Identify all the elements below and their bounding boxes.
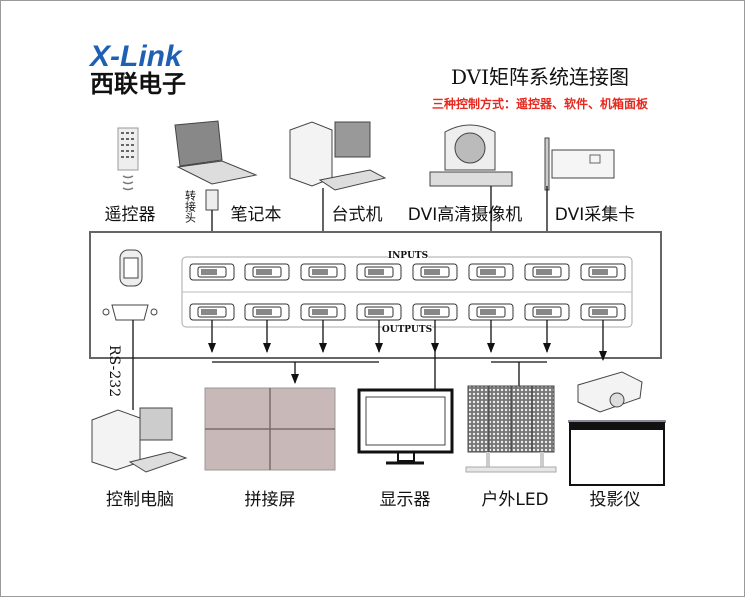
logo-company: 西联电子 xyxy=(90,70,186,98)
projection-screen-icon xyxy=(568,420,666,486)
input-label-capture-card: DVI采集卡 xyxy=(555,205,635,225)
dvi-output-port-4 xyxy=(356,303,402,321)
input-label-desktop: 台式机 xyxy=(332,205,383,225)
dvi-output-port-2 xyxy=(244,303,290,321)
input-label-laptop: 笔记本 xyxy=(231,205,282,225)
capture-card-icon xyxy=(544,137,615,191)
dvi-input-port-1 xyxy=(189,263,235,281)
dvi-output-port-8 xyxy=(580,303,626,321)
power-socket-icon xyxy=(119,249,143,287)
dvi-input-port-3 xyxy=(300,263,346,281)
dvi-output-port-7 xyxy=(524,303,570,321)
output-label-projector: 投影仪 xyxy=(590,490,641,510)
dvi-output-port-1 xyxy=(189,303,235,321)
control-computer-icon xyxy=(91,407,188,473)
rs232-port-icon xyxy=(102,304,158,321)
hd-camera-icon xyxy=(429,124,513,187)
dvi-input-port-2 xyxy=(244,263,290,281)
outputs-label: OUTPUTS xyxy=(382,325,432,335)
video-wall-icon xyxy=(204,387,336,471)
inputs-label: INPUTS xyxy=(388,251,428,261)
dvi-input-port-5 xyxy=(412,263,458,281)
dvi-output-port-6 xyxy=(468,303,514,321)
remote-control-icon xyxy=(117,127,139,191)
input-label-remote: 遥控器 xyxy=(105,205,156,225)
output-wiring xyxy=(132,320,607,410)
monitor-icon xyxy=(357,388,454,465)
laptop-icon xyxy=(174,120,258,211)
rs232-label: RS-232 xyxy=(106,345,122,397)
dvi-input-port-6 xyxy=(468,263,514,281)
dvi-input-port-8 xyxy=(580,263,626,281)
desktop-computer-icon xyxy=(289,121,387,191)
input-label-camera: DVI高清摄像机 xyxy=(408,205,522,225)
output-label-monitor: 显示器 xyxy=(380,490,431,510)
dvi-matrix-chassis: INPUTS OUTPUTS xyxy=(89,231,662,359)
dvi-output-port-5 xyxy=(412,303,458,321)
logo-brand: X-Link xyxy=(88,40,183,73)
dvi-input-port-4 xyxy=(356,263,402,281)
dvi-output-port-3 xyxy=(300,303,346,321)
logo: X-Link 西联电子 xyxy=(88,40,186,98)
output-label-outdoor-led: 户外LED xyxy=(481,490,548,510)
diagram-title: DVI矩阵系统连接图 xyxy=(451,65,629,89)
output-label-video-wall: 拼接屏 xyxy=(245,490,296,510)
diagram-subtitle: 三种控制方式：遥控器、软件、机箱面板 xyxy=(432,96,649,111)
projector-icon xyxy=(577,371,643,413)
dvi-input-port-7 xyxy=(524,263,570,281)
output-label-control-pc: 控制电脑 xyxy=(106,490,174,510)
outdoor-led-icon xyxy=(465,385,557,473)
adapter-label: 转接头 xyxy=(184,189,197,223)
